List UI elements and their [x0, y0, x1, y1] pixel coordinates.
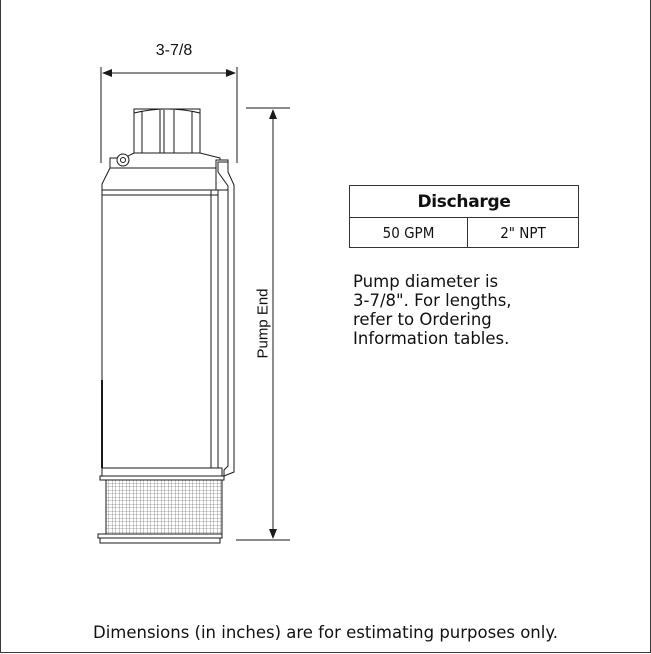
cable-guard-icon [215, 159, 235, 477]
note-line: Pump diameter is [353, 272, 499, 291]
note-line: Information tables. [353, 329, 510, 348]
length-dimension-label: Pump End [254, 288, 272, 359]
pump-body-icon [99, 167, 225, 481]
width-dimension [100, 67, 238, 163]
discharge-header: Discharge [349, 185, 579, 218]
discharge-fitting-icon [109, 108, 221, 169]
note-line: 3-7/8". For lengths, [353, 291, 512, 310]
discharge-connection: 2" NPT [467, 217, 579, 248]
length-dimension [236, 107, 290, 541]
disclaimer-footer: Dimensions (in inches) are for estimatin… [92, 623, 558, 642]
screen-mesh-icon [97, 479, 223, 544]
discharge-table-header-row: Discharge [349, 185, 579, 218]
discharge-table: Discharge 50 GPM 2" NPT [349, 185, 579, 248]
width-dimension-label: 3-7/8 [155, 42, 193, 59]
discharge-table-row: 50 GPM 2" NPT [349, 217, 579, 248]
note-line: refer to Ordering [353, 310, 492, 329]
diameter-note: Pump diameter is 3-7/8". For lengths, re… [353, 272, 593, 348]
discharge-flow: 50 GPM [349, 217, 468, 248]
